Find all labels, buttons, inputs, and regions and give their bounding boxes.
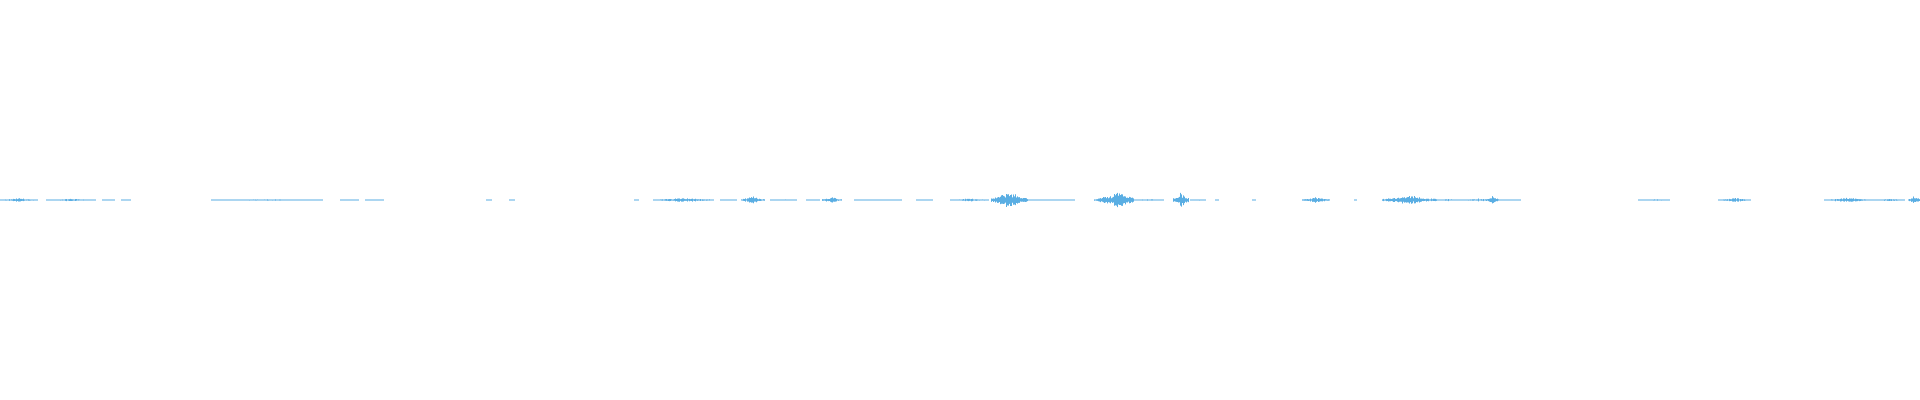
waveform-segment — [1104, 192, 1134, 208]
waveform-segment — [1872, 198, 1905, 202]
waveform-segment — [46, 198, 96, 202]
waveform-segment — [1173, 192, 1189, 207]
waveform-segment — [1382, 195, 1437, 204]
waveform-segment — [1302, 197, 1330, 203]
waveform-segment — [950, 198, 989, 202]
waveform-segment — [1824, 197, 1872, 202]
waveform-segment — [770, 199, 797, 201]
waveform-segment — [854, 199, 902, 201]
waveform-segment — [211, 199, 323, 201]
waveform-segment — [1190, 199, 1206, 201]
waveform-segment — [822, 197, 842, 203]
waveform-segment — [0, 198, 38, 202]
waveform-segment — [1718, 197, 1751, 202]
waveform-segment — [1436, 198, 1459, 202]
waveform-segment — [1638, 199, 1670, 201]
waveform-segment — [741, 196, 765, 204]
waveform-segment — [1908, 196, 1920, 203]
waveform-segment — [1488, 196, 1499, 204]
waveform-segment — [653, 198, 714, 202]
waveform-segment — [1133, 199, 1164, 201]
waveform-segment — [991, 194, 1028, 207]
